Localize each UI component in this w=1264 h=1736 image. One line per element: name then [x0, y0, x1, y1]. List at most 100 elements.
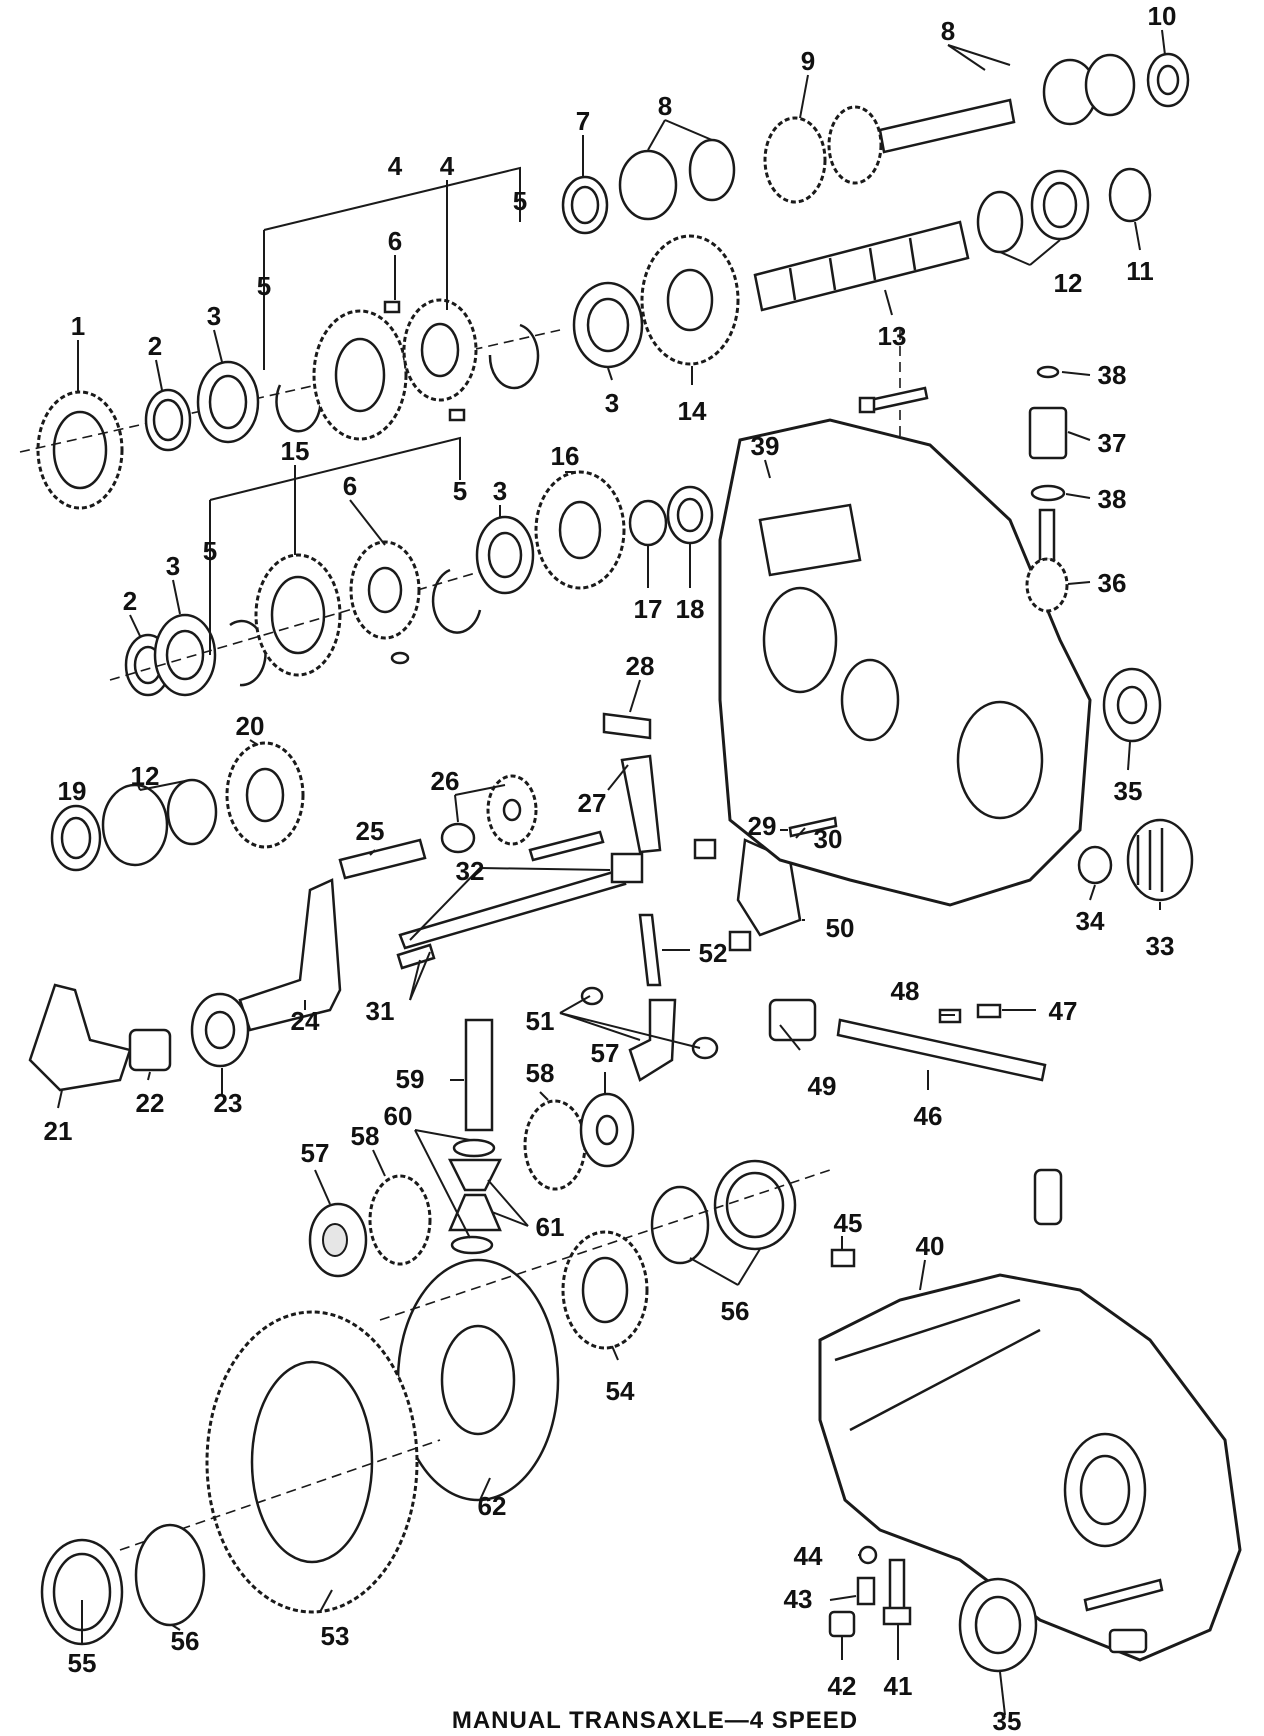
bolt-50 — [693, 838, 752, 952]
part-53-ring-gear — [119, 1310, 441, 1614]
part-5-snap-ring-right — [488, 323, 540, 390]
part-3-synchro-ring — [196, 360, 260, 444]
part-31-rod — [396, 943, 436, 970]
bolt-lower-right — [1083, 1578, 1164, 1654]
callout-61: 61 — [536, 1212, 565, 1242]
part-36-drive-gear — [1025, 508, 1069, 613]
part-57-washer — [579, 1092, 635, 1168]
part-61-pinions — [447, 1158, 503, 1232]
callout-8: 8 — [658, 91, 672, 121]
callout-48: 48 — [891, 976, 920, 1006]
part-27-lever — [620, 754, 662, 854]
part-26-gear — [486, 774, 538, 846]
part-33-boot — [1126, 818, 1194, 902]
callout-50: 50 — [826, 913, 855, 943]
part-39-clutch-housing — [718, 330, 1092, 907]
callout-16: 16 — [551, 441, 580, 471]
part-13-shaft — [753, 220, 970, 312]
callout-29: 29 — [748, 811, 777, 841]
parts-artwork — [19, 29, 1242, 1716]
callout-10: 10 — [1148, 1, 1177, 31]
callout-56: 56 — [721, 1296, 750, 1326]
callout-9: 9 — [801, 46, 815, 76]
part-20-gear — [225, 741, 305, 849]
callout-44: 44 — [794, 1541, 823, 1571]
part-18-seal — [666, 485, 714, 545]
callout-33: 33 — [1146, 931, 1175, 961]
part-21-fork — [28, 983, 132, 1092]
part-55-race — [40, 1538, 124, 1646]
part-37-sensor — [1028, 406, 1068, 460]
part-60-washers — [450, 1138, 496, 1255]
part-48-47-pins — [938, 1003, 1002, 1024]
part-8-bearing-right — [1042, 53, 1136, 126]
callout-54: 54 — [606, 1376, 635, 1406]
part-46-rail — [836, 1018, 1047, 1082]
callout-12: 12 — [1054, 268, 1083, 298]
callout-35: 35 — [1114, 776, 1143, 806]
callout-60: 60 — [384, 1101, 413, 1131]
callout-34: 34 — [1076, 906, 1105, 936]
part-6-hub-lower — [349, 540, 421, 665]
part-19-seal — [50, 804, 102, 872]
callout-21: 21 — [44, 1116, 73, 1146]
part-4-sleeve-gear — [312, 309, 408, 441]
part-40-transaxle-case — [818, 1168, 1242, 1662]
callout-43: 43 — [784, 1584, 813, 1614]
callout-26: 26 — [431, 766, 460, 796]
part-44-43-plug — [856, 1545, 878, 1606]
part-25-pin — [338, 822, 476, 880]
callout-27: 27 — [578, 788, 607, 818]
part-3-synchro-lower — [153, 613, 217, 697]
callout-40: 40 — [916, 1231, 945, 1261]
part-62-case — [396, 1258, 560, 1502]
callout-22: 22 — [136, 1088, 165, 1118]
part-56-bearing-lower — [134, 1523, 206, 1627]
callout-49: 49 — [808, 1071, 837, 1101]
callout-47: 47 — [1049, 996, 1078, 1026]
callout-6: 6 — [388, 226, 402, 256]
bolt-top — [858, 386, 929, 414]
callout-28: 28 — [626, 651, 655, 681]
part-3-synchro-right — [572, 281, 644, 369]
part-56-bearing-upper — [379, 1159, 831, 1321]
callout-3: 3 — [166, 551, 180, 581]
callout-38: 38 — [1098, 360, 1127, 390]
part-41-bolt — [882, 1558, 912, 1626]
callout-labels: 1 2 3 4 4 5 5 6 3 14 7 8 9 8 10 11 12 13… — [44, 1, 1177, 1736]
callout-38: 38 — [1098, 484, 1127, 514]
callout-59: 59 — [396, 1064, 425, 1094]
callout-13: 13 — [878, 321, 907, 351]
callout-3: 3 — [493, 476, 507, 506]
callout-53: 53 — [321, 1621, 350, 1651]
callout-32: 32 — [456, 856, 485, 886]
callout-17: 17 — [634, 594, 663, 624]
part-3-synchro-lower-right — [475, 515, 535, 595]
part-45-bolt — [830, 1248, 856, 1268]
part-34-bushing — [1077, 845, 1113, 885]
callout-14: 14 — [678, 396, 707, 426]
part-57-washer-left — [308, 1202, 368, 1278]
callout-2: 2 — [123, 586, 137, 616]
part-9-output-shaft — [763, 98, 1016, 204]
callout-23: 23 — [214, 1088, 243, 1118]
callout-35: 35 — [993, 1706, 1022, 1736]
callout-24: 24 — [291, 1006, 320, 1036]
callout-5: 5 — [513, 186, 527, 216]
callout-3: 3 — [207, 301, 221, 331]
callout-36: 36 — [1098, 568, 1127, 598]
part-38-washer — [1030, 365, 1066, 502]
part-35-seal-lower — [958, 1577, 1038, 1673]
callout-52: 52 — [699, 938, 728, 968]
part-49-block — [768, 998, 817, 1042]
callout-20: 20 — [236, 711, 265, 741]
callout-39: 39 — [751, 431, 780, 461]
part-23-collar — [190, 992, 250, 1068]
part-4-hub — [383, 298, 478, 422]
callout-57: 57 — [591, 1038, 620, 1068]
callout-18: 18 — [676, 594, 705, 624]
callout-1: 1 — [71, 311, 85, 341]
part-54-gear — [561, 1230, 649, 1350]
part-15-sleeve — [109, 553, 521, 681]
callout-5: 5 — [203, 536, 217, 566]
